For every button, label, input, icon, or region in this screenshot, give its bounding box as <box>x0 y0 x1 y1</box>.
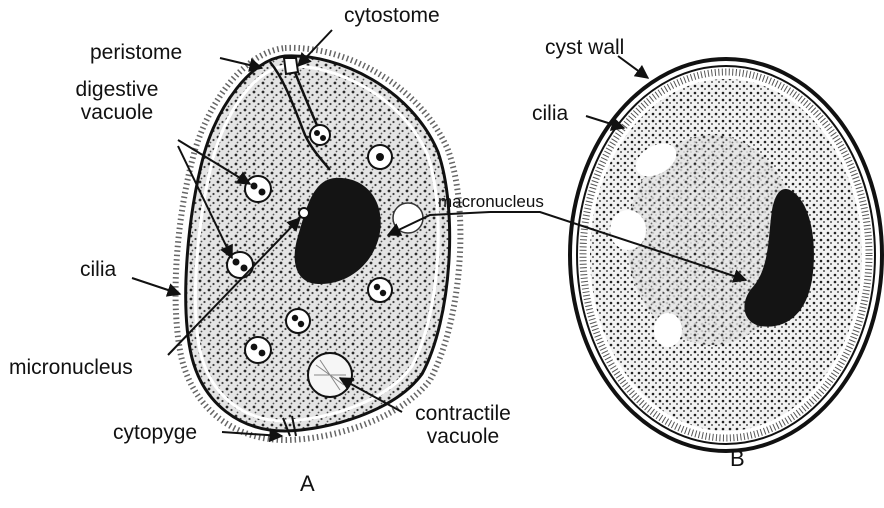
peristome-label: peristome <box>90 41 182 64</box>
contractile-vacuole-label: contractile vacuole <box>398 402 528 448</box>
digestive-vacuole <box>368 278 392 302</box>
cyst-wall-label: cyst wall <box>545 36 624 59</box>
vacuole-b <box>610 210 646 250</box>
panel-a-label: A <box>300 471 315 497</box>
cytostome-opening <box>284 58 298 74</box>
cytostome-label: cytostome <box>344 4 440 27</box>
digestive-vacuole <box>286 309 310 333</box>
cilia-a-label: cilia <box>80 258 116 281</box>
macronucleus-label: macronucleus <box>438 190 544 213</box>
digestive-vacuole <box>245 176 271 202</box>
cell-a <box>176 48 461 440</box>
vacuole-b <box>654 313 682 347</box>
digestive-vacuole-label: digestive vacuole <box>62 78 172 124</box>
cytopyge-label: cytopyge <box>113 421 197 444</box>
contractile-vacuole-label-line1: contractile <box>398 402 528 425</box>
panel-b-label: B <box>730 446 745 472</box>
digestive-vacuole <box>245 337 271 363</box>
micronucleus-a <box>299 208 309 218</box>
digestive-vacuole-label-line2: vacuole <box>62 101 172 124</box>
cilia-b-label: cilia <box>532 102 568 125</box>
digestive-vacuole <box>310 125 330 145</box>
micronucleus-label: micronucleus <box>9 356 133 379</box>
digestive-vacuole <box>368 145 392 169</box>
contractile-vacuole-a <box>393 203 423 233</box>
contractile-vacuole-label-line2: vacuole <box>398 425 528 448</box>
cell-b <box>570 59 882 451</box>
cyst-wall-pointer <box>618 56 648 78</box>
peristome-pointer <box>220 58 262 68</box>
digestive-vacuole-label-line1: digestive <box>62 78 172 101</box>
